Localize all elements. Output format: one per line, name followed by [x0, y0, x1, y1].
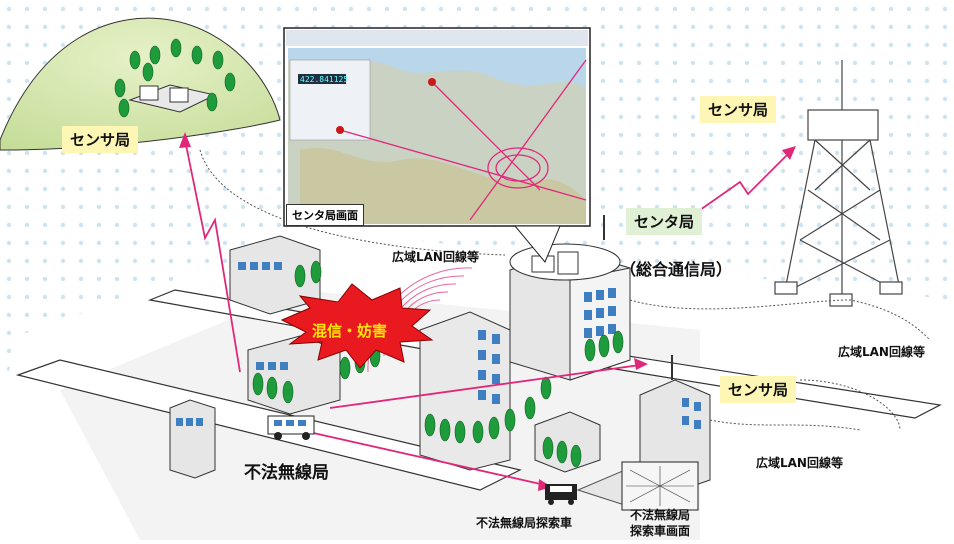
- label-sensor-station-left: センサ局: [62, 126, 139, 153]
- tower-block: [419, 311, 511, 471]
- search-vehicle: [545, 484, 577, 505]
- left-building-top: [229, 235, 321, 315]
- label-search-vehicle-screen-2: 探索車画面: [630, 524, 691, 538]
- lattice-tower: [774, 60, 903, 307]
- hill: [0, 17, 281, 151]
- label-sensor-station-right-mid: センサ局: [720, 376, 797, 403]
- label-center-station: センタ局: [626, 208, 703, 235]
- small-building-right: [534, 411, 601, 473]
- screen-frequency-readout: 422.841125: [300, 75, 348, 84]
- signal-paths: [184, 139, 791, 486]
- center-screen-window: 422.841125: [283, 27, 591, 227]
- wan-lines: [199, 149, 931, 431]
- screen-callout-pointer: [513, 225, 561, 263]
- label-illegal-station: 不法無線局: [244, 463, 329, 483]
- label-wan-right: 広域LAN回線等: [838, 345, 925, 359]
- label-interference: 混信・妨害: [312, 322, 388, 340]
- label-search-vehicle-screen-1: 不法無線局: [630, 508, 691, 522]
- label-search-vehicle: 不法無線局探索車: [476, 516, 573, 530]
- hill-trees: [114, 38, 236, 118]
- label-wan-bottom: 広域LAN回線等: [756, 456, 843, 470]
- illegal-station-building: [169, 399, 216, 479]
- label-sensor-station-right-top: センサ局: [700, 96, 777, 123]
- interference-burst: [280, 283, 434, 369]
- label-wan-top: 広域LAN回線等: [392, 250, 479, 264]
- search-vehicle-screen: [576, 461, 699, 511]
- label-center-station-sub: （総合通信局）: [620, 260, 733, 279]
- illegal-station-vehicle: [267, 415, 315, 440]
- label-center-screen: センタ局画面: [286, 204, 364, 226]
